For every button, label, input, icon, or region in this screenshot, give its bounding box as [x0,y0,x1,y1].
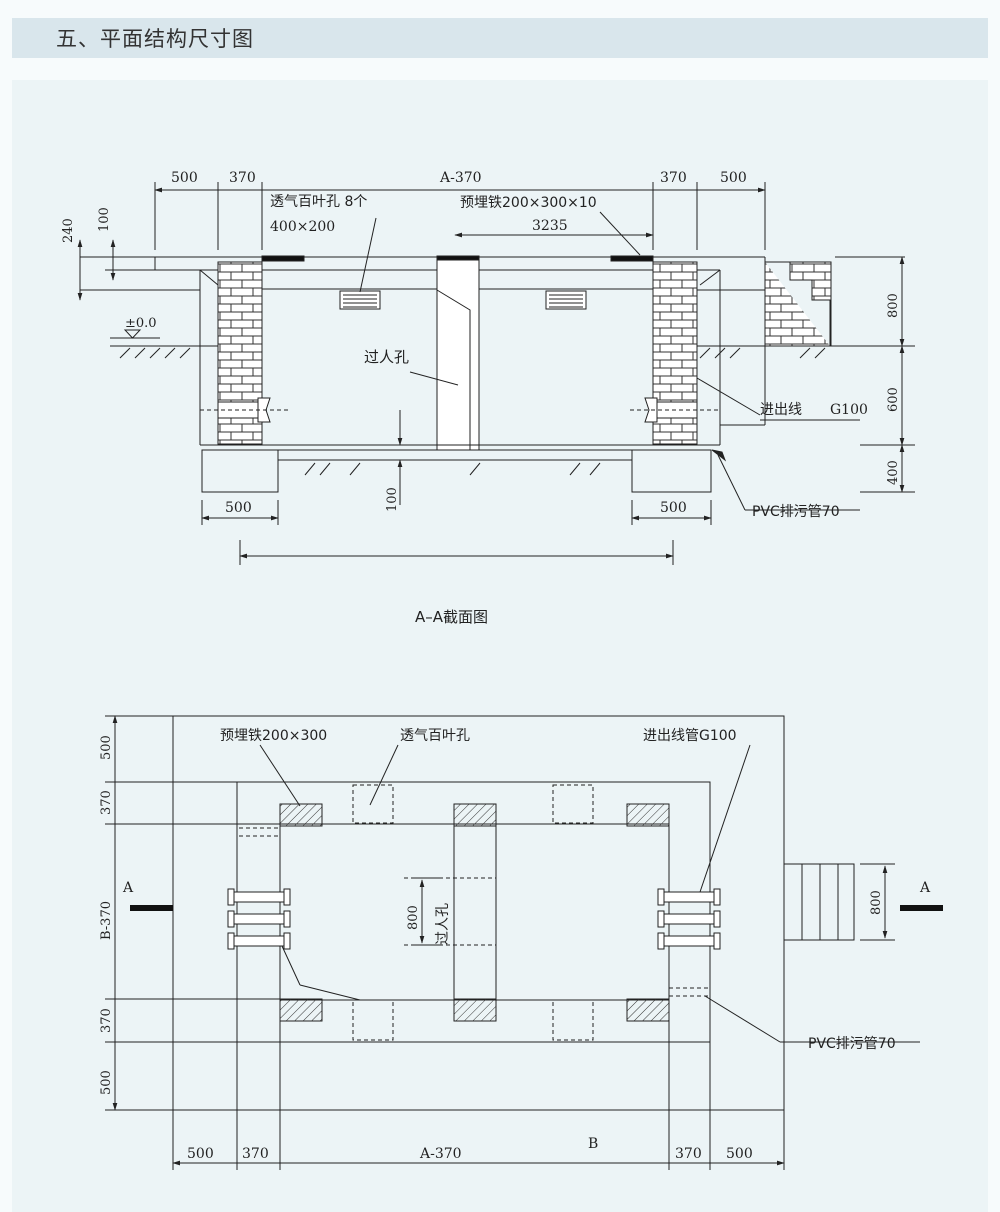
section-view [77,182,915,565]
plan-vent-br-icon [552,999,594,1041]
plan-embed-label: 预埋铁200×300 [220,728,327,744]
vent-size-label: 400×200 [270,219,335,235]
plan-pipes-right-icon [657,888,721,950]
plan-embed-tr [626,803,670,827]
section-dim-500-br: 500 [660,500,687,516]
plan-dim-a370: A-370 [419,1146,462,1162]
section-dim-500-right: 500 [720,170,747,186]
plan-dim-370-bl: 370 [242,1146,269,1162]
section-dim-370-right: 370 [660,170,687,186]
plan-embed-tl [279,803,323,827]
plan-section-a-right: A [919,880,931,896]
section-marker-left-icon [130,905,173,911]
section-dim-500-bl: 500 [225,500,252,516]
plan-dim-500-bottom: 500 [99,1070,114,1095]
plan-pipes-left-icon [227,888,291,950]
section-header: 五、平面结构尺寸图 [12,18,988,58]
pipe-right-icon [630,397,720,423]
plan-vent-tl-icon [352,784,394,824]
section-dim-600: 600 [886,387,901,412]
plan-dim-500-top: 500 [99,735,114,760]
plan-manhole-label: 过人孔 [435,903,451,945]
plan-vent-bl-icon [352,999,394,1041]
plan-vent-tr-icon [552,784,594,824]
plan-dim-370-bottom: 370 [99,1008,114,1033]
footing-right [631,449,712,493]
plan-label-b: B [588,1136,598,1152]
elevation-marker-icon [123,329,142,339]
manhole-shaft [436,259,480,451]
plan-wall-inner [279,823,670,1001]
plan-dim-500-bl: 500 [187,1146,214,1162]
plan-dim-b370: B-370 [99,901,114,940]
section-marker-right-icon [900,905,943,911]
vent-label: 透气百叶孔 8个 [270,194,367,210]
plan-dim-800-left: 800 [406,905,421,930]
plan-dim-370-top: 370 [99,790,114,815]
plan-dim-370-br: 370 [675,1146,702,1162]
section-dim-100-top: 100 [97,207,112,232]
plan-section-a-left: A [122,880,134,896]
plan-pipe-label: 进出线管G100 [643,728,737,744]
section-pipe-size: G100 [830,402,868,418]
section-pipe-label: 进出线 [760,402,802,418]
section-dim-a370: A-370 [439,170,482,186]
plan-dim-500-br: 500 [726,1146,753,1162]
dim-3235: 3235 [532,218,568,234]
embedded-iron-left [261,255,305,262]
plan-stairs [783,863,855,941]
elevation-label: ±0.0 [125,316,157,331]
section-dim-100-bottom: 100 [385,487,400,512]
section-dim-500-left: 500 [171,170,198,186]
section-dim-370-left: 370 [229,170,256,186]
section-title: 五、平面结构尺寸图 [56,27,254,51]
section-dim-240: 240 [61,218,76,243]
plan-wall-outer [236,781,711,1043]
plan-vent-label: 透气百叶孔 [400,728,470,744]
footing-left [201,449,279,493]
section-dim-400: 400 [886,460,901,485]
plan-pvc-label: PVC排污管70 [808,1036,896,1052]
plan-dim-800-right: 800 [869,890,884,915]
section-manhole-label: 过人孔 [364,348,409,366]
plan-view [105,715,943,1170]
embed-iron-label: 预埋铁200×300×10 [460,195,597,211]
plan-manhole [453,803,497,1022]
plan-outer-slab [172,715,785,1111]
section-pvc-label: PVC排污管70 [752,504,840,520]
pipe-left-icon [200,397,290,423]
plan-embed-br [626,998,670,1022]
plan-embed-bl [279,998,323,1022]
embedded-iron-right [610,255,654,262]
vent-right-icon [545,290,587,310]
vent-left-icon [339,290,381,310]
section-dim-800: 800 [886,293,901,318]
section-caption: A–A截面图 [415,608,488,626]
